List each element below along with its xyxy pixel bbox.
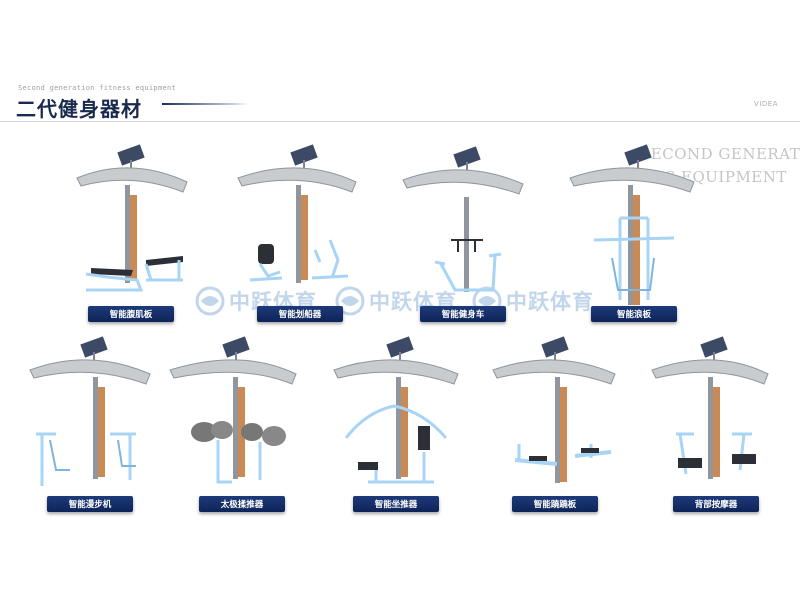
equipment-seated-press-illustration — [333, 336, 459, 484]
header-divider — [0, 121, 800, 122]
header-subtitle: Second generation fitness equipment — [18, 84, 177, 92]
equipment-ab-bench-illustration — [76, 144, 188, 292]
product-card-back-massager[interactable]: 背部按摩器 — [636, 330, 796, 530]
product-card-bike[interactable]: 智能健身车 — [383, 140, 543, 340]
product-label: 智能坐推器 — [353, 496, 439, 512]
equipment-seesaw-illustration — [492, 336, 616, 483]
equipment-rower-illustration — [237, 144, 357, 283]
page-title: 二代健身器材 — [16, 97, 142, 121]
equipment-wave-board-illustration — [569, 144, 695, 305]
equipment-tai-chi-wheels-illustration — [169, 336, 297, 484]
product-card-wave-board[interactable]: 智能浪板 — [554, 140, 714, 340]
watermark-logo-icon — [335, 286, 365, 316]
background-text-line-2: S EQUIPMENT — [665, 168, 787, 186]
product-card-walker[interactable]: 智能漫步机 — [10, 330, 170, 530]
watermark: 中跃体育 — [335, 285, 457, 317]
product-label: 智能腹肌板 — [88, 306, 174, 322]
product-label: 智能浪板 — [591, 306, 677, 322]
product-label: 智能蹺蹺板 — [512, 496, 598, 512]
product-card-tai-chi-wheels[interactable]: 太极揉推器 — [162, 330, 322, 530]
product-label: 智能划船器 — [257, 306, 343, 322]
watermark-text: 中跃体育 — [506, 290, 594, 314]
watermark-logo-icon — [195, 286, 225, 316]
product-card-rower[interactable]: 智能划船器 — [220, 140, 380, 340]
product-label: 智能漫步机 — [47, 496, 133, 512]
product-card-seated-press[interactable]: 智能坐推器 — [316, 330, 476, 530]
background-text-line-1: SECOND GENERATION — [640, 145, 800, 163]
equipment-back-massager-illustration — [651, 336, 769, 479]
equipment-walker-illustration — [29, 336, 151, 486]
product-label: 太极揉推器 — [199, 496, 285, 512]
product-card-ab-bench[interactable]: 智能腹肌板 — [51, 140, 211, 340]
title-underline — [162, 103, 248, 105]
equipment-bike-illustration — [402, 146, 524, 292]
product-card-seesaw[interactable]: 智能蹺蹺板 — [475, 330, 635, 530]
corner-label: VIDEA — [754, 100, 778, 108]
product-label: 背部按摩器 — [673, 496, 759, 512]
product-label: 智能健身车 — [420, 306, 506, 322]
